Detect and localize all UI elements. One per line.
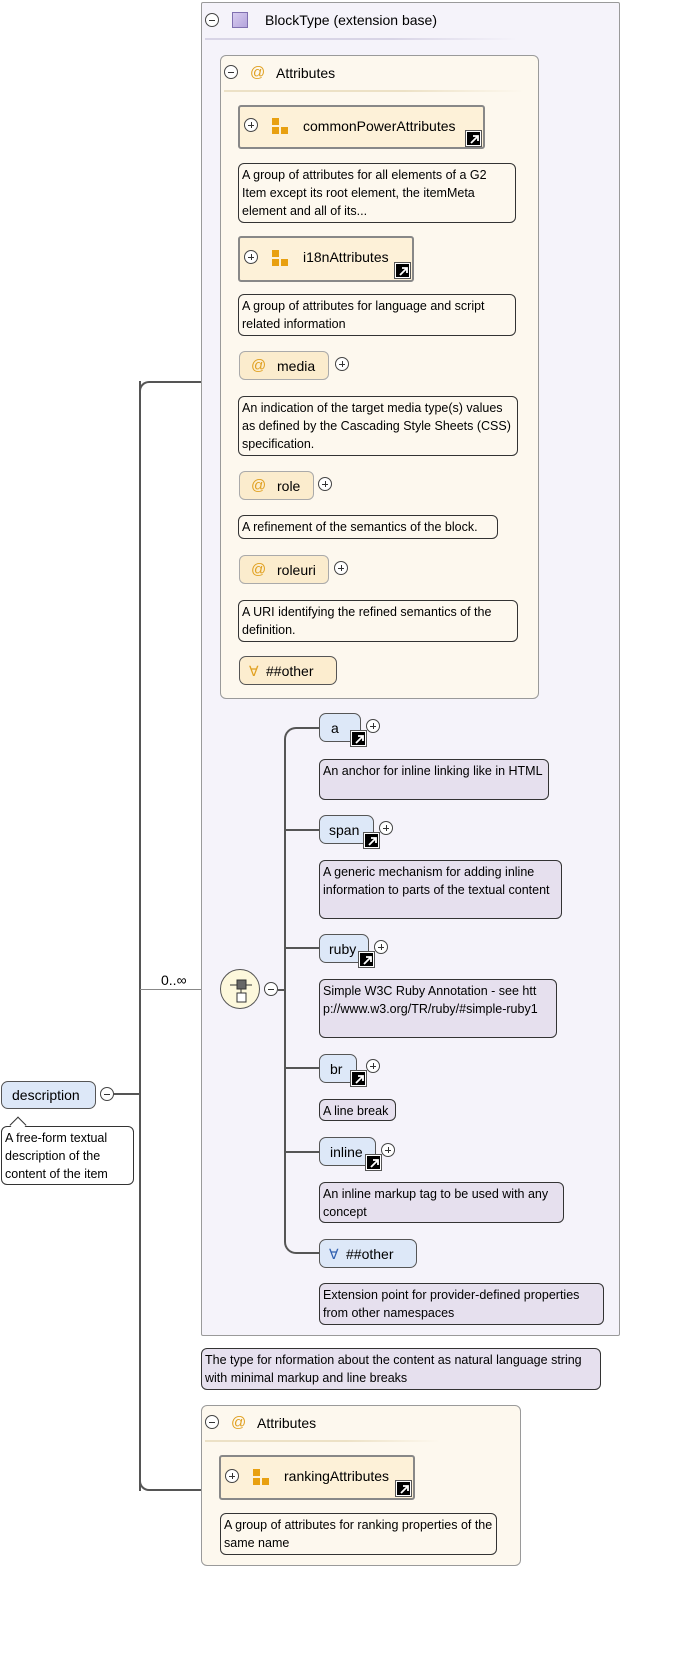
- link-arrow-icon[interactable]: [350, 1070, 367, 1087]
- expand-group-button[interactable]: [244, 118, 258, 132]
- link-arrow-icon[interactable]: [465, 130, 482, 147]
- element-br[interactable]: br: [319, 1054, 357, 1083]
- root-note: A free-form textual description of the c…: [1, 1126, 134, 1185]
- attribute-role-note: A refinement of the semantics of the blo…: [238, 515, 498, 539]
- group-ranking-note: A group of attributes for ranking proper…: [220, 1513, 497, 1555]
- group-ranking-attributes[interactable]: rankingAttributes: [219, 1455, 415, 1500]
- any-element-other[interactable]: ∀ ##other: [319, 1239, 417, 1268]
- attribute-roleuri-note: A URI identifying the refined semantics …: [238, 600, 518, 642]
- any-attribute-label: ##other: [266, 663, 314, 679]
- sequence-bar-top: [284, 727, 320, 741]
- element-label: br: [330, 1061, 343, 1077]
- seq-branch-ruby: [285, 947, 320, 949]
- element-span[interactable]: span: [319, 815, 374, 844]
- attributes2-title: Attributes: [257, 1415, 317, 1431]
- trunk-bottom-curve: [139, 1479, 151, 1491]
- collapse-attributes2-button[interactable]: [205, 1415, 219, 1429]
- attribute-group-icon: [272, 118, 290, 136]
- group-i18n-attributes[interactable]: i18nAttributes: [238, 236, 414, 282]
- element-a[interactable]: a: [319, 713, 361, 742]
- attribute-label: media: [277, 358, 316, 374]
- root-element-description[interactable]: description: [1, 1081, 96, 1109]
- any-element-other-note: Extension point for provider-defined pro…: [319, 1283, 604, 1325]
- seq-branch-inline: [285, 1151, 320, 1153]
- attribute-role[interactable]: @ role: [239, 471, 314, 500]
- group-label: i18nAttributes: [303, 249, 389, 265]
- element-label: inline: [330, 1144, 363, 1160]
- element-br-note: A line break: [319, 1099, 396, 1121]
- connector-to-media: [150, 381, 220, 383]
- element-ruby-note: Simple W3C Ruby Annotation - see http://…: [319, 979, 557, 1038]
- attributes2-header-line: [205, 1440, 440, 1442]
- trunk-line: [139, 381, 141, 1491]
- collapse-attributes-button[interactable]: [224, 65, 238, 79]
- at-sign-icon: @: [251, 357, 267, 374]
- element-span-note: A generic mechanism for adding inline in…: [319, 860, 562, 919]
- group-common-power-note: A group of attributes for all elements o…: [238, 163, 516, 223]
- link-arrow-icon[interactable]: [394, 262, 411, 279]
- at-sign-icon: @: [250, 64, 266, 81]
- expand-role-button[interactable]: [318, 477, 332, 491]
- expand-group-button[interactable]: [244, 250, 258, 264]
- forall-icon: ∀: [329, 1246, 339, 1262]
- attribute-roleuri[interactable]: @ roleuri: [239, 555, 329, 584]
- collapse-sequence-button[interactable]: [264, 982, 278, 996]
- trunk-top-curve: [139, 381, 153, 395]
- sequence-bar: [284, 740, 286, 1240]
- root-label: description: [12, 1087, 80, 1103]
- group-label: rankingAttributes: [284, 1468, 390, 1484]
- expand-inline-button[interactable]: [381, 1143, 395, 1157]
- sequence-compositor[interactable]: [220, 969, 260, 1009]
- collapse-root-button[interactable]: [100, 1087, 114, 1101]
- sequence-bar-bottom: [284, 1240, 320, 1254]
- forall-icon: ∀: [249, 663, 259, 679]
- collapse-blocktype-button[interactable]: [205, 13, 219, 27]
- at-sign-icon: @: [251, 477, 267, 494]
- any-attribute-other[interactable]: ∀ ##other: [239, 656, 337, 685]
- any-element-label: ##other: [346, 1246, 394, 1262]
- element-label: span: [329, 822, 360, 838]
- attribute-label: role: [277, 478, 301, 494]
- blocktype-title: BlockType (extension base): [265, 12, 437, 28]
- connector-root: [114, 1093, 140, 1095]
- link-arrow-icon[interactable]: [365, 1154, 382, 1171]
- expand-a-button[interactable]: [366, 719, 380, 733]
- complex-type-icon: [232, 12, 248, 28]
- link-arrow-icon[interactable]: [363, 832, 380, 849]
- connector-cardinality: [140, 989, 222, 990]
- at-sign-icon: @: [251, 561, 267, 578]
- attributes-title: Attributes: [276, 65, 336, 81]
- attribute-group-icon: [272, 250, 290, 268]
- attribute-group-icon: [253, 1469, 271, 1487]
- element-label: a: [331, 720, 339, 736]
- blocktype-note: The type for nformation about the conten…: [201, 1348, 601, 1390]
- expand-br-button[interactable]: [366, 1059, 380, 1073]
- link-arrow-icon[interactable]: [395, 1480, 412, 1497]
- at-sign-icon: @: [231, 1414, 247, 1431]
- group-i18n-note: A group of attributes for language and s…: [238, 294, 516, 336]
- seq-branch-br: [285, 1067, 320, 1069]
- element-a-note: An anchor for inline linking like in HTM…: [319, 759, 549, 800]
- attribute-media-note: An indication of the target media type(s…: [238, 396, 518, 456]
- expand-roleuri-button[interactable]: [334, 561, 348, 575]
- element-ruby[interactable]: ruby: [319, 934, 369, 963]
- attributes-header-line: [224, 90, 524, 92]
- expand-ruby-button[interactable]: [374, 940, 388, 954]
- expand-group-button[interactable]: [225, 1469, 239, 1483]
- link-arrow-icon[interactable]: [350, 730, 367, 747]
- group-label: commonPowerAttributes: [303, 118, 456, 134]
- element-label: ruby: [329, 941, 357, 957]
- element-inline-note: An inline markup tag to be used with any…: [319, 1182, 564, 1223]
- link-arrow-icon[interactable]: [358, 951, 375, 968]
- connector-attributes2: [150, 1489, 202, 1491]
- blocktype-header-line: [205, 38, 517, 40]
- attribute-media[interactable]: @ media: [239, 351, 329, 380]
- attribute-label: roleuri: [277, 562, 316, 578]
- sequence-connector: [278, 989, 285, 991]
- group-common-power-attributes[interactable]: commonPowerAttributes: [238, 105, 485, 149]
- expand-span-button[interactable]: [379, 821, 393, 835]
- cardinality-label: 0..∞: [161, 972, 187, 988]
- seq-branch-span: [285, 829, 320, 831]
- expand-media-button[interactable]: [335, 357, 349, 371]
